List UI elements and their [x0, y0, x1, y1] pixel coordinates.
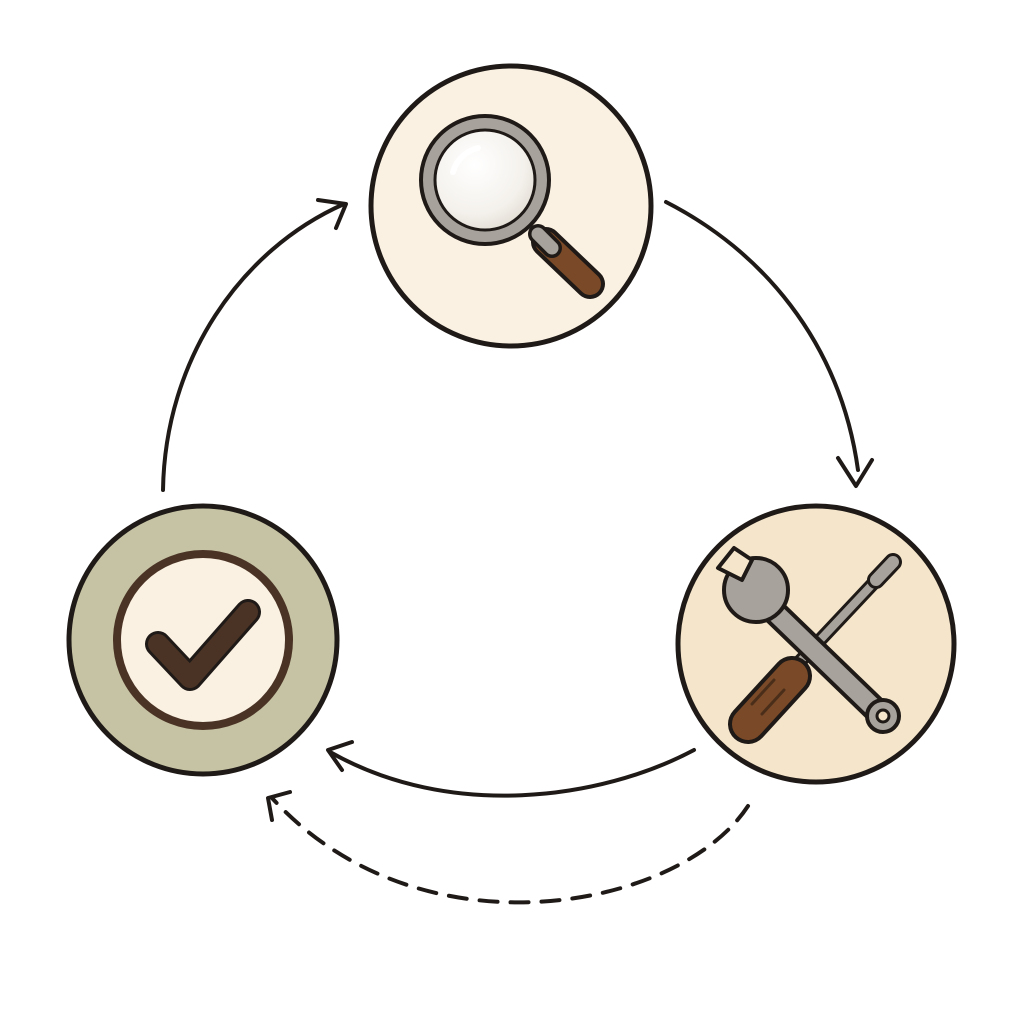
arrow-verify-to-inspect	[161, 198, 348, 492]
arrow-inspect-to-fix	[664, 200, 874, 488]
wrench-icon	[716, 546, 901, 734]
magnifying-glass-icon	[419, 114, 605, 299]
arrow-fix-to-verify	[326, 740, 696, 798]
node-inspect	[368, 63, 654, 349]
node-verify	[66, 503, 340, 777]
node-fix	[675, 503, 957, 785]
dashed-arrow-fix-to-verify	[266, 790, 750, 905]
checkmark-icon	[145, 599, 261, 691]
